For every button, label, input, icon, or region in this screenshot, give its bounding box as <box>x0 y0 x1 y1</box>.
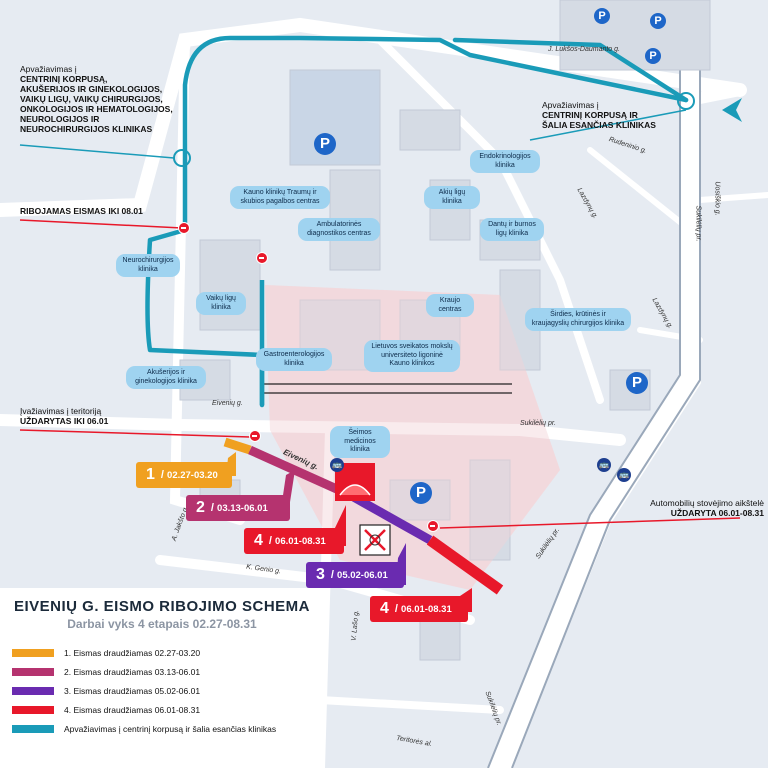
legend-item: 2. Eismas draudžiamas 03.13-06.01 <box>12 662 312 681</box>
no-entry-icon <box>178 222 190 234</box>
clinic-label: Kauno klinikų Traumų ir skubios pagalbos… <box>230 186 330 209</box>
clinic-label: Šeimos medicinos klinika <box>330 426 390 458</box>
stage-tag: 2/ 03.13-06.01 <box>186 495 290 521</box>
parking-icon: P <box>410 482 432 504</box>
bus-icon: 🚌 <box>597 458 611 472</box>
legend-item: 1. Eismas draudžiamas 02.27-03.20 <box>12 643 312 662</box>
parking-icon: P <box>626 372 648 394</box>
clinic-label: Kraujo centras <box>426 294 474 317</box>
stage-tag: 1/ 02.27-03.20 <box>136 462 232 488</box>
legend-swatch <box>12 667 54 676</box>
clinic-label: Širdies, krūtinės ir kraujagyslių chirur… <box>525 308 631 331</box>
street-label: Uosiškio g. <box>713 181 721 216</box>
legend-item: Apvažiavimas į centrinį korpusą ir šalia… <box>12 719 312 738</box>
entry-closed-label: Įvažiavimas į teritoriją UŽDARYTAS IKI 0… <box>20 406 109 426</box>
legend-item: 3. Eismas draudžiamas 05.02-06.01 <box>12 681 312 700</box>
no-entry-icon <box>249 430 261 442</box>
street-label: J. Lukšos-Daumanto g. <box>548 46 620 53</box>
clinic-label: Endokrinologijos klinika <box>470 150 540 173</box>
street-label: Sukilėlių pr. <box>520 420 556 427</box>
clinic-label: Neurochirurgijos klinika <box>116 254 180 277</box>
bus-icon: 🚌 <box>617 468 631 482</box>
clinic-label: Akių ligų klinika <box>424 186 480 209</box>
parking-closed-label: Automobilių stovėjimo aikštelė UŽDARYTA … <box>650 498 764 518</box>
legend-title: EIVENIŲ G. EISMO RIBOJIMO SCHEMA <box>13 598 311 615</box>
no-entry-icon <box>256 252 268 264</box>
legend-panel: EIVENIŲ G. EISMO RIBOJIMO SCHEMA Darbai … <box>0 588 324 768</box>
clinic-label: Akušerijos ir ginekologijos klinika <box>126 366 206 389</box>
stage-tag: 3/ 05.02-06.01 <box>306 562 404 588</box>
legend-item: 4. Eismas draudžiamas 06.01-08.31 <box>12 700 312 719</box>
legend-swatch <box>12 686 54 695</box>
parking-icon: P <box>594 8 610 24</box>
clinic-label: Ambulatorinės diagnostikos centras <box>298 218 380 241</box>
parking-icon: P <box>650 13 666 29</box>
right-detour-label: Apvažiavimas į CENTRINĮ KORPUSĄ IR ŠALIA… <box>542 100 656 130</box>
stage-tag: 4/ 06.01-08.31 <box>370 596 468 622</box>
legend-swatch <box>12 648 54 657</box>
restricted-traffic-label: RIBOJAMAS EISMAS IKI 08.01 <box>20 206 143 216</box>
legend-swatch <box>12 705 54 714</box>
no-entry-icon <box>427 520 439 532</box>
parking-icon: P <box>645 48 661 64</box>
street-label: Sukilėlių pr. <box>694 205 702 242</box>
legend-swatch <box>12 724 54 733</box>
left-detour-label: Apvažiavimas į CENTRINĮ KORPUSĄ, AKUŠERI… <box>20 64 173 134</box>
bus-icon: 🚌 <box>330 458 344 472</box>
parking-icon: P <box>314 133 336 155</box>
legend-subtitle: Darbai vyks 4 etapais 02.27-08.31 <box>67 617 257 631</box>
stage-tag: 4/ 06.01-08.31 <box>244 528 344 554</box>
clinic-label: Gastroenterologijos klinika <box>256 348 332 371</box>
clinic-label: Dantų ir burnos ligų klinika <box>480 218 544 241</box>
street-label: Eivenių g. <box>212 400 243 407</box>
clinic-label: Vaikų ligų klinika <box>196 292 246 315</box>
clinic-label: Lietuvos sveikatos mokslų universiteto l… <box>364 340 460 372</box>
